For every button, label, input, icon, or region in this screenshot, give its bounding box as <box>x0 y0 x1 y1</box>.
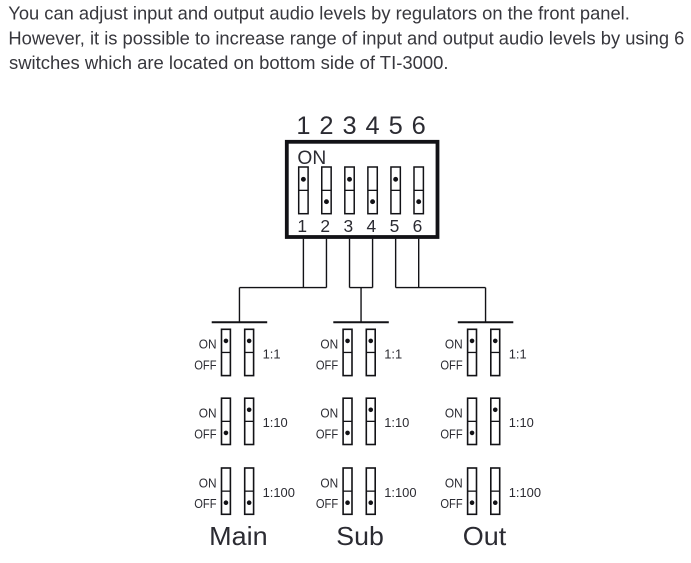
svg-text:Sub: Sub <box>336 521 384 551</box>
svg-text:1:1: 1:1 <box>509 346 527 361</box>
svg-text:6: 6 <box>413 216 423 236</box>
svg-text:ON: ON <box>199 407 217 421</box>
svg-text:1:10: 1:10 <box>263 415 288 430</box>
svg-text:1: 1 <box>297 216 307 236</box>
svg-text:ON: ON <box>445 476 463 490</box>
svg-text:ON: ON <box>199 476 217 490</box>
svg-text:1:100: 1:100 <box>509 485 541 500</box>
svg-text:ON: ON <box>320 476 338 490</box>
svg-text:2: 2 <box>319 112 333 140</box>
svg-text:3: 3 <box>342 112 356 140</box>
svg-text:1: 1 <box>296 112 310 140</box>
svg-text:5: 5 <box>389 112 403 140</box>
svg-text:OFF: OFF <box>194 427 217 441</box>
svg-text:OFF: OFF <box>316 497 339 511</box>
svg-text:ON: ON <box>199 338 217 352</box>
svg-text:1:1: 1:1 <box>384 346 402 361</box>
svg-text:OFF: OFF <box>440 497 463 511</box>
svg-text:ON: ON <box>297 148 326 169</box>
svg-text:ON: ON <box>445 338 463 352</box>
svg-text:1:100: 1:100 <box>263 485 295 500</box>
svg-text:6: 6 <box>412 112 426 140</box>
svg-text:OFF: OFF <box>316 359 339 373</box>
svg-text:Out: Out <box>463 521 507 551</box>
svg-text:Main: Main <box>209 521 268 551</box>
svg-text:5: 5 <box>390 216 400 236</box>
svg-text:1:10: 1:10 <box>384 415 409 430</box>
svg-text:However, it is possible to inc: However, it is possible to increase rang… <box>8 28 684 48</box>
svg-text:3: 3 <box>343 216 353 236</box>
svg-text:2: 2 <box>320 216 330 236</box>
svg-text:1:1: 1:1 <box>263 346 281 361</box>
svg-text:OFF: OFF <box>440 427 463 441</box>
svg-text:OFF: OFF <box>194 497 217 511</box>
svg-text:ON: ON <box>320 338 338 352</box>
svg-text:OFF: OFF <box>194 359 217 373</box>
svg-text:OFF: OFF <box>440 359 463 373</box>
svg-text:1:10: 1:10 <box>509 415 534 430</box>
svg-text:4: 4 <box>367 216 377 236</box>
svg-text:OFF: OFF <box>316 427 339 441</box>
svg-text:ON: ON <box>445 407 463 421</box>
svg-text:You can adjust input and outpu: You can adjust input and output audio le… <box>8 4 630 24</box>
svg-text:ON: ON <box>320 407 338 421</box>
svg-text:switches which are located on: switches which are located on bottom sid… <box>9 53 449 73</box>
svg-text:4: 4 <box>366 112 380 140</box>
svg-text:1:100: 1:100 <box>384 485 416 500</box>
